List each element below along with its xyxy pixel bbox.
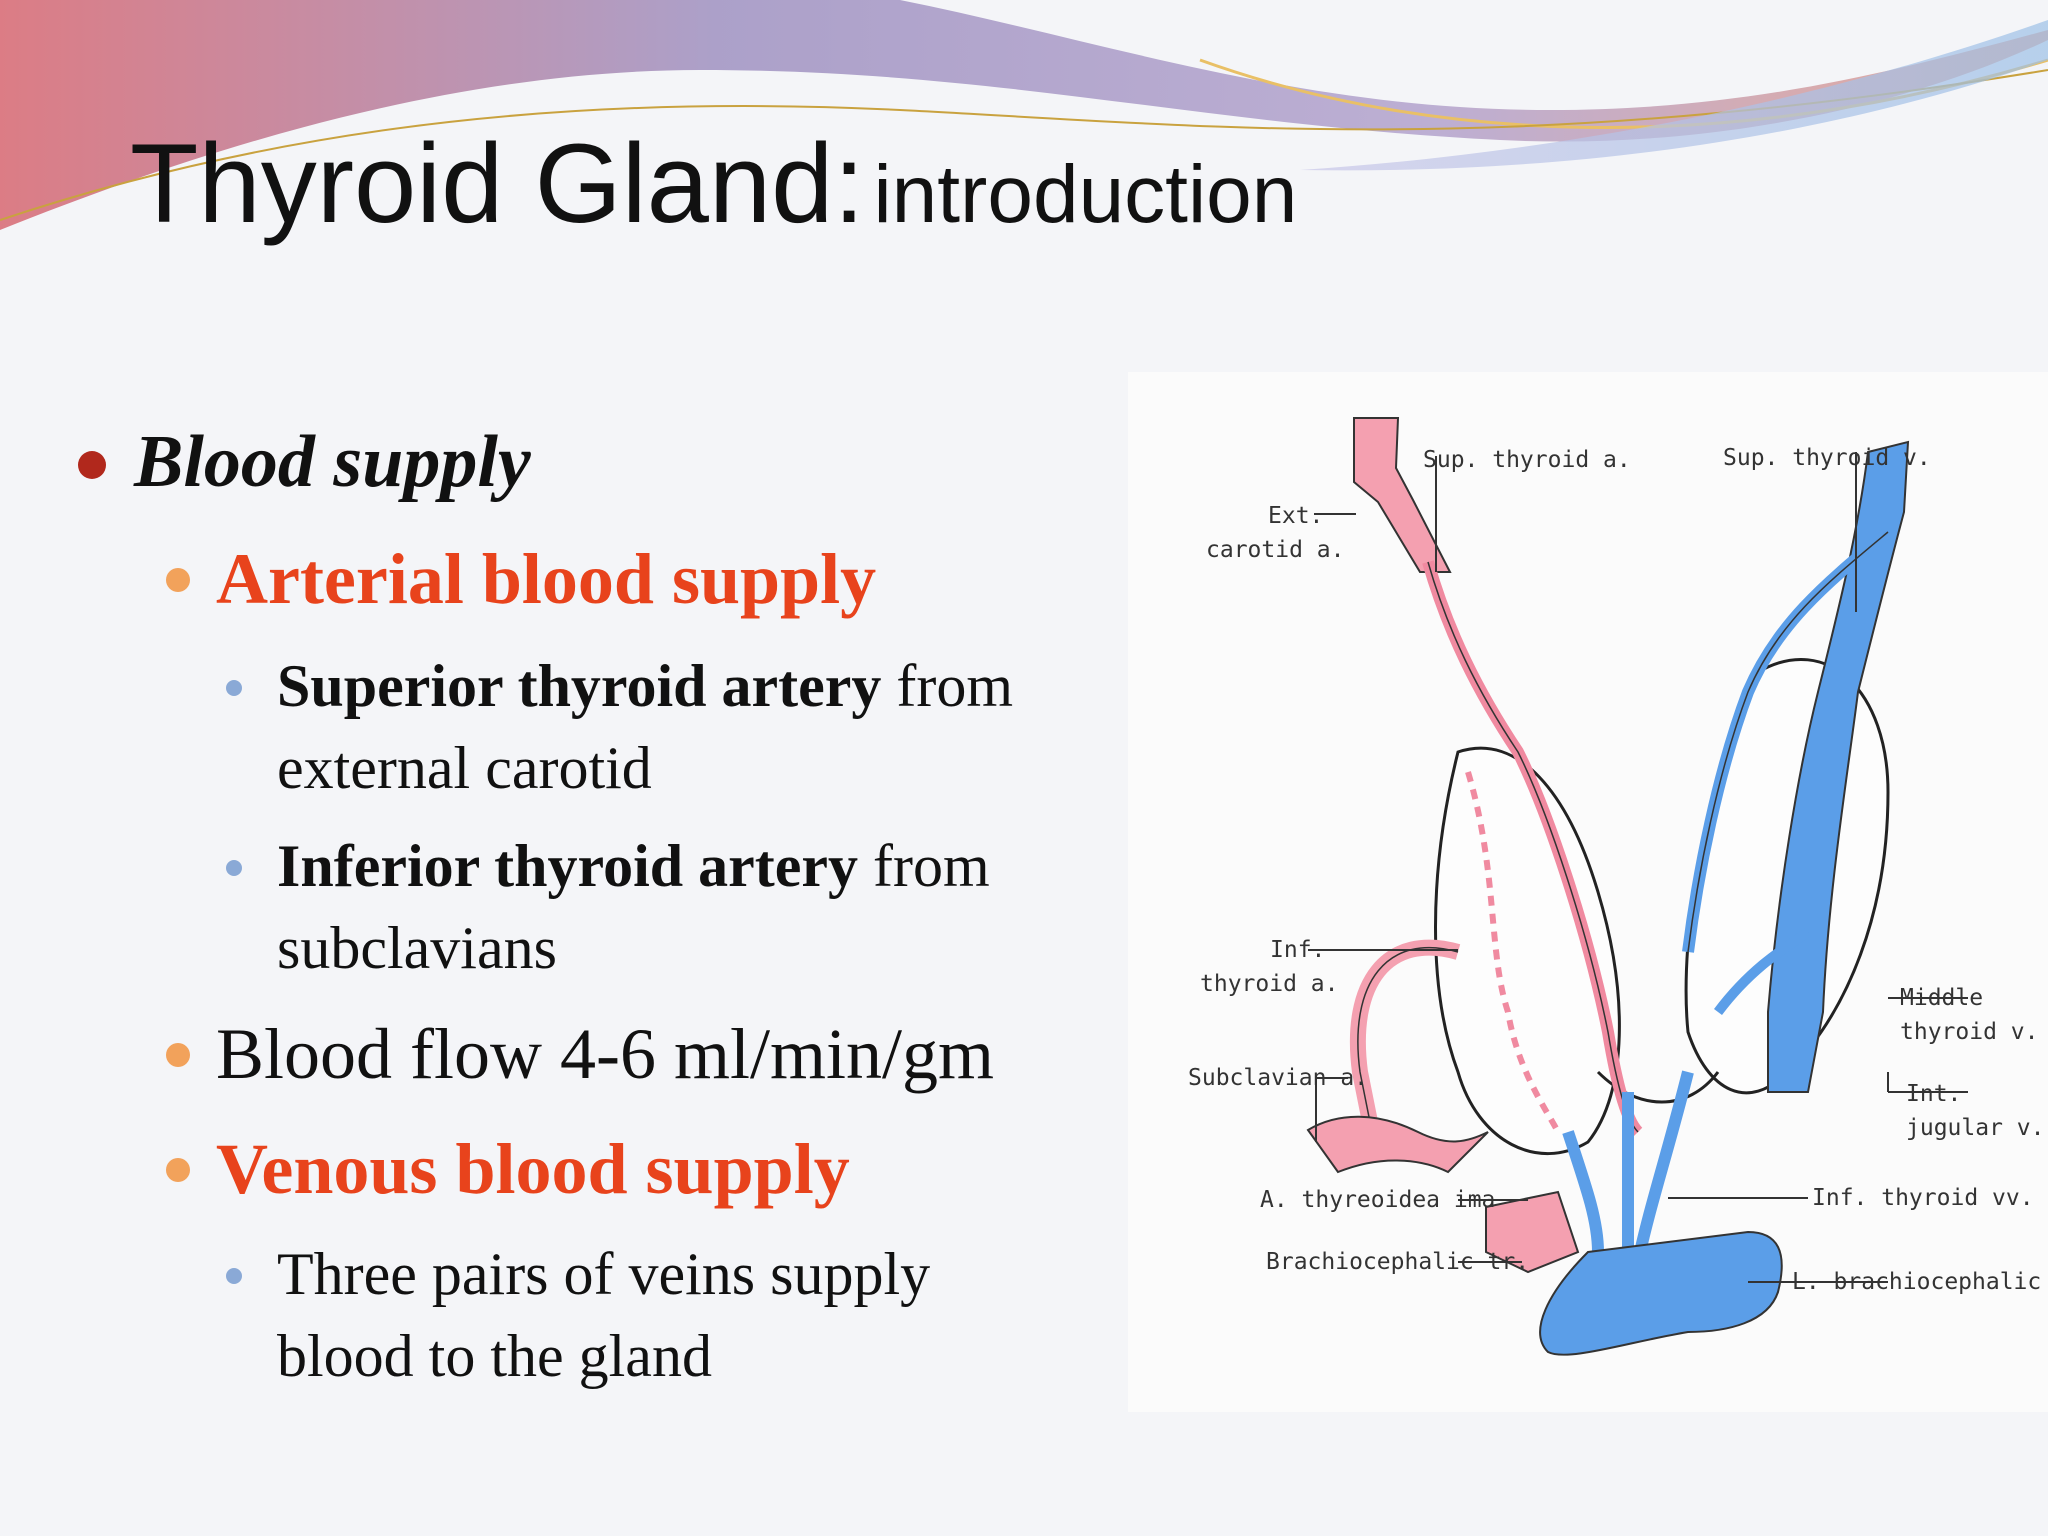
bullet-blood-flow: Blood flow 4-6 ml/min/gm: [216, 1014, 995, 1094]
label-sup-thyroid-v: Sup. thyroid v.: [1723, 445, 1931, 471]
inferior-artery-name: Inferior thyroid artery: [277, 833, 858, 899]
artery-dotted-branch: [1465, 771, 1561, 1134]
thyroid-blood-supply-diagram: Sup. thyroid a. Sup. thyroid v. Ext. car…: [1128, 372, 2048, 1412]
label-sup-thyroid-a: Sup. thyroid a.: [1423, 447, 1631, 473]
inferior-artery-source: subclavians: [277, 915, 557, 981]
veins-line-2: blood to the gland: [277, 1323, 712, 1389]
brachiocephalic-trunk: [1485, 1190, 1580, 1274]
header-wave-banner: [0, 0, 2048, 230]
label-carotid-a: carotid a.: [1206, 537, 1345, 563]
bullet-dot: [226, 1268, 242, 1284]
label-ext: Ext.: [1268, 503, 1324, 529]
veins-line-1: Three pairs of veins supply: [277, 1241, 931, 1307]
external-carotid-artery: [1353, 417, 1452, 573]
bullet-dot: [226, 860, 242, 876]
superior-artery-name: Superior thyroid artery: [277, 653, 882, 719]
subclavian-artery: [1306, 1115, 1489, 1174]
superior-artery-from: from: [896, 653, 1014, 719]
thyroid-isthmus: [1596, 1070, 1720, 1104]
diagram-artwork: [1306, 417, 1968, 1356]
bullet-dot: [226, 680, 242, 696]
superior-artery-source: external carotid: [277, 735, 652, 801]
bullet-venous-heading: Venous blood supply: [216, 1129, 850, 1209]
label-brachiocephalic-tr: Brachiocephalic tr.: [1266, 1249, 1530, 1275]
thyroid-left-lobe: [1434, 746, 1621, 1156]
label-int: Int.: [1906, 1081, 1962, 1107]
title-subtitle: introduction: [873, 149, 1298, 240]
bullet-arterial-heading: Arterial blood supply: [216, 539, 877, 619]
bullet-dot: [166, 1158, 190, 1182]
bullet-superior-thyroid-artery: Superior thyroid artery from external ca…: [277, 645, 1013, 809]
bullet-inferior-thyroid-artery: Inferior thyroid artery from subclavians: [277, 825, 990, 989]
inferior-artery-from: from: [873, 833, 990, 899]
label-middle: Middle: [1900, 985, 1984, 1011]
bullet-dot: [166, 568, 190, 592]
label-jugular-v: jugular v.: [1906, 1115, 2045, 1141]
label-inf: Inf.: [1270, 937, 1326, 963]
label-inf-thyroid-vv: Inf. thyroid vv.: [1812, 1185, 2034, 1211]
title-main: Thyroid Gland:: [130, 121, 865, 246]
label-thyroid-a: thyroid a.: [1200, 971, 1339, 997]
label-l-brachiocephalic-v: L. brachiocephalic v.: [1792, 1269, 2048, 1295]
bullet-three-pairs-veins: Three pairs of veins supply blood to the…: [277, 1233, 930, 1397]
slide-title: Thyroid Gland: introduction: [130, 128, 1297, 240]
label-subclavian-a: Subclavian a.: [1188, 1065, 1369, 1091]
middle-thyroid-vein: [1714, 927, 1811, 1016]
leader-lines: [1308, 452, 1968, 1283]
bullet-blood-supply: Blood supply: [134, 421, 531, 503]
label-thyroid-v: thyroid v.: [1900, 1019, 2039, 1045]
bullet-dot: [166, 1043, 190, 1067]
bullet-dot: [78, 451, 106, 479]
label-a-thyreoidea-ima: A. thyreoidea ima: [1260, 1187, 1496, 1213]
left-brachiocephalic-vein: [1539, 1230, 1783, 1356]
